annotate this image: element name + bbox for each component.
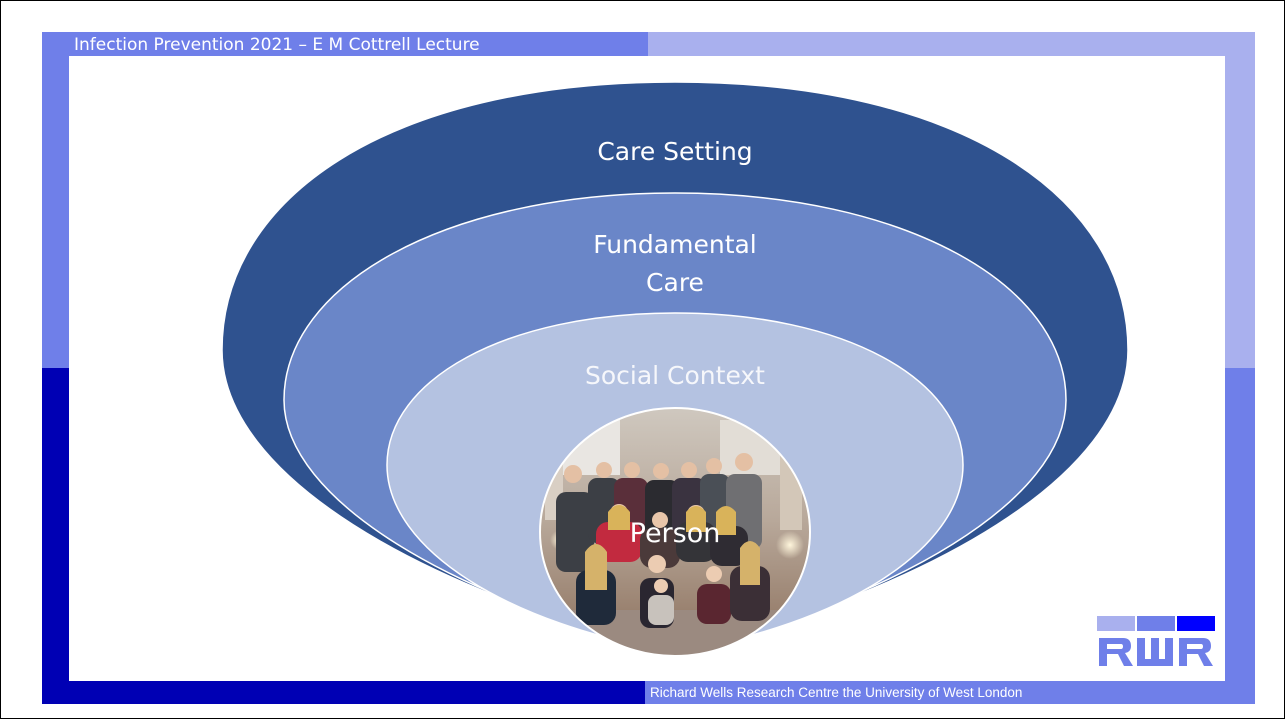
frame-bottom-left-bar [42, 681, 645, 704]
person-circle-outline [539, 407, 811, 657]
person-label: Person [629, 518, 721, 549]
frame-top-left-bar [42, 32, 648, 56]
fundamental-care-label-line-1: Fundamental [593, 230, 757, 259]
frame-left-lower-bar [42, 368, 69, 704]
slide-footer-text: Richard Wells Research Centre the Univer… [650, 685, 1023, 700]
fundamental-care-label: Fundamental Care [520, 226, 830, 302]
frame-bottom-right-bar [645, 681, 1255, 704]
rwr-logo [1097, 616, 1215, 666]
care-setting-label: Care Setting [597, 137, 753, 166]
fundamental-care-label-line-2: Care [646, 268, 704, 297]
slide-header-title: Infection Prevention 2021 – E M Cottrell… [74, 35, 480, 55]
frame-top-right-bar [648, 32, 1255, 56]
frame-right-upper-bar [1225, 32, 1255, 368]
frame-right-lower-bar [1225, 368, 1255, 704]
frame-left-upper-bar [42, 32, 69, 368]
social-context-label: Social Context [584, 361, 765, 390]
